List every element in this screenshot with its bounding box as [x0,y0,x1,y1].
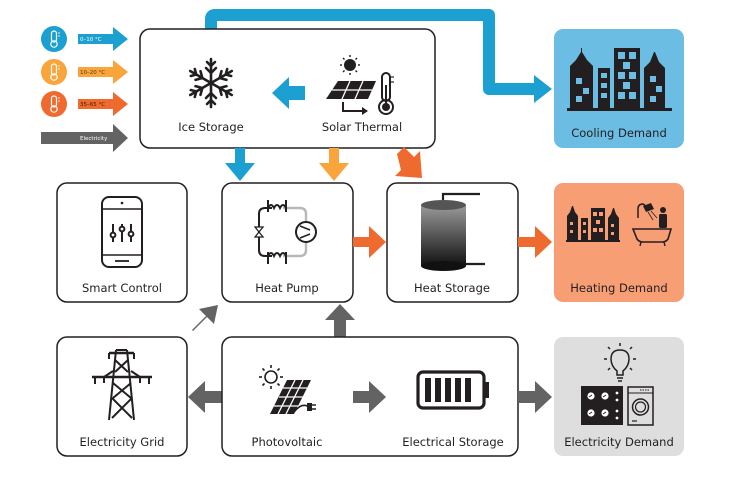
flow-electricalstorage-to-electricitydemand [518,381,552,413]
legend-label-cold: 0–10 °C [80,37,102,43]
legend-item-hot: 35–65 °C [41,91,128,117]
node-electricity-grid [56,336,188,457]
appliances-bulb-icon [581,343,654,426]
thermometer-icon [41,26,67,52]
flow-ice-to-cooling [205,9,540,95]
flow-grid-to-smartcontrol [192,305,218,331]
power-tower-icon [92,349,152,421]
smart-control-label: Smart Control [82,281,162,295]
flow-solar-to-heatpump [319,148,349,181]
legend-arrow-cold [78,27,128,51]
solar-thermal-label: Solar Thermal [322,120,402,134]
flow-heatstorage-to-heatingdemand [518,226,552,258]
legend-label-electricity: Electricity [80,136,108,142]
flow-ice-to-heatpump [225,148,255,181]
flow-pv-to-heatpump [325,304,355,337]
legend: 0–10 °C 10–20 °C 35–65 °C [41,26,128,152]
solar-thermal-icon [326,55,394,115]
flow-heatpump-to-heatstorage [353,226,386,258]
node-smart-control [56,182,188,303]
flow-pv-to-electricalstorage [353,381,386,413]
legend-arrow-hot [78,92,128,116]
battery-icon [416,370,489,410]
smartphone-sliders-icon [101,196,143,268]
heat-pump-label: Heat Pump [255,281,318,295]
legend-arrow-electricity [41,124,128,152]
flow-ice-to-cooling-head [534,75,552,103]
photovoltaic-label: Photovoltaic [252,435,323,449]
legend-item-cold: 0–10 °C [41,26,128,52]
legend-item-electricity: Electricity [41,124,128,152]
thermometer-icon [41,91,67,117]
electrical-storage-label: Electrical Storage [402,435,504,449]
city-buildings-icon [567,48,672,111]
heat-pump-cycle-icon [253,200,317,264]
heating-demand-label: Heating Demand [570,281,668,295]
snowflake-icon [186,57,236,109]
flow-pv-to-grid [188,381,222,413]
legend-item-warm: 10–20 °C [41,59,128,85]
ice-storage-label: Ice Storage [178,120,243,134]
buildings-bath-icon [566,203,673,247]
flow-solar-to-ice [272,77,305,109]
electricity-demand-label: Electricity Demand [564,435,674,449]
legend-label-warm: 10–20 °C [80,70,105,76]
electricity-grid-label: Electricity Grid [80,435,165,449]
node-heating-demand [554,183,684,302]
cooling-demand-label: Cooling Demand [571,126,667,140]
legend-arrow-warm [78,60,128,84]
thermometer-icon [41,59,67,85]
heat-storage-label: Heat Storage [414,281,490,295]
flow-solar-to-heatstorage [395,147,422,178]
pv-panel-icon [259,365,316,415]
storage-tank-icon [421,192,485,271]
legend-label-hot: 35–65 °C [80,102,105,108]
